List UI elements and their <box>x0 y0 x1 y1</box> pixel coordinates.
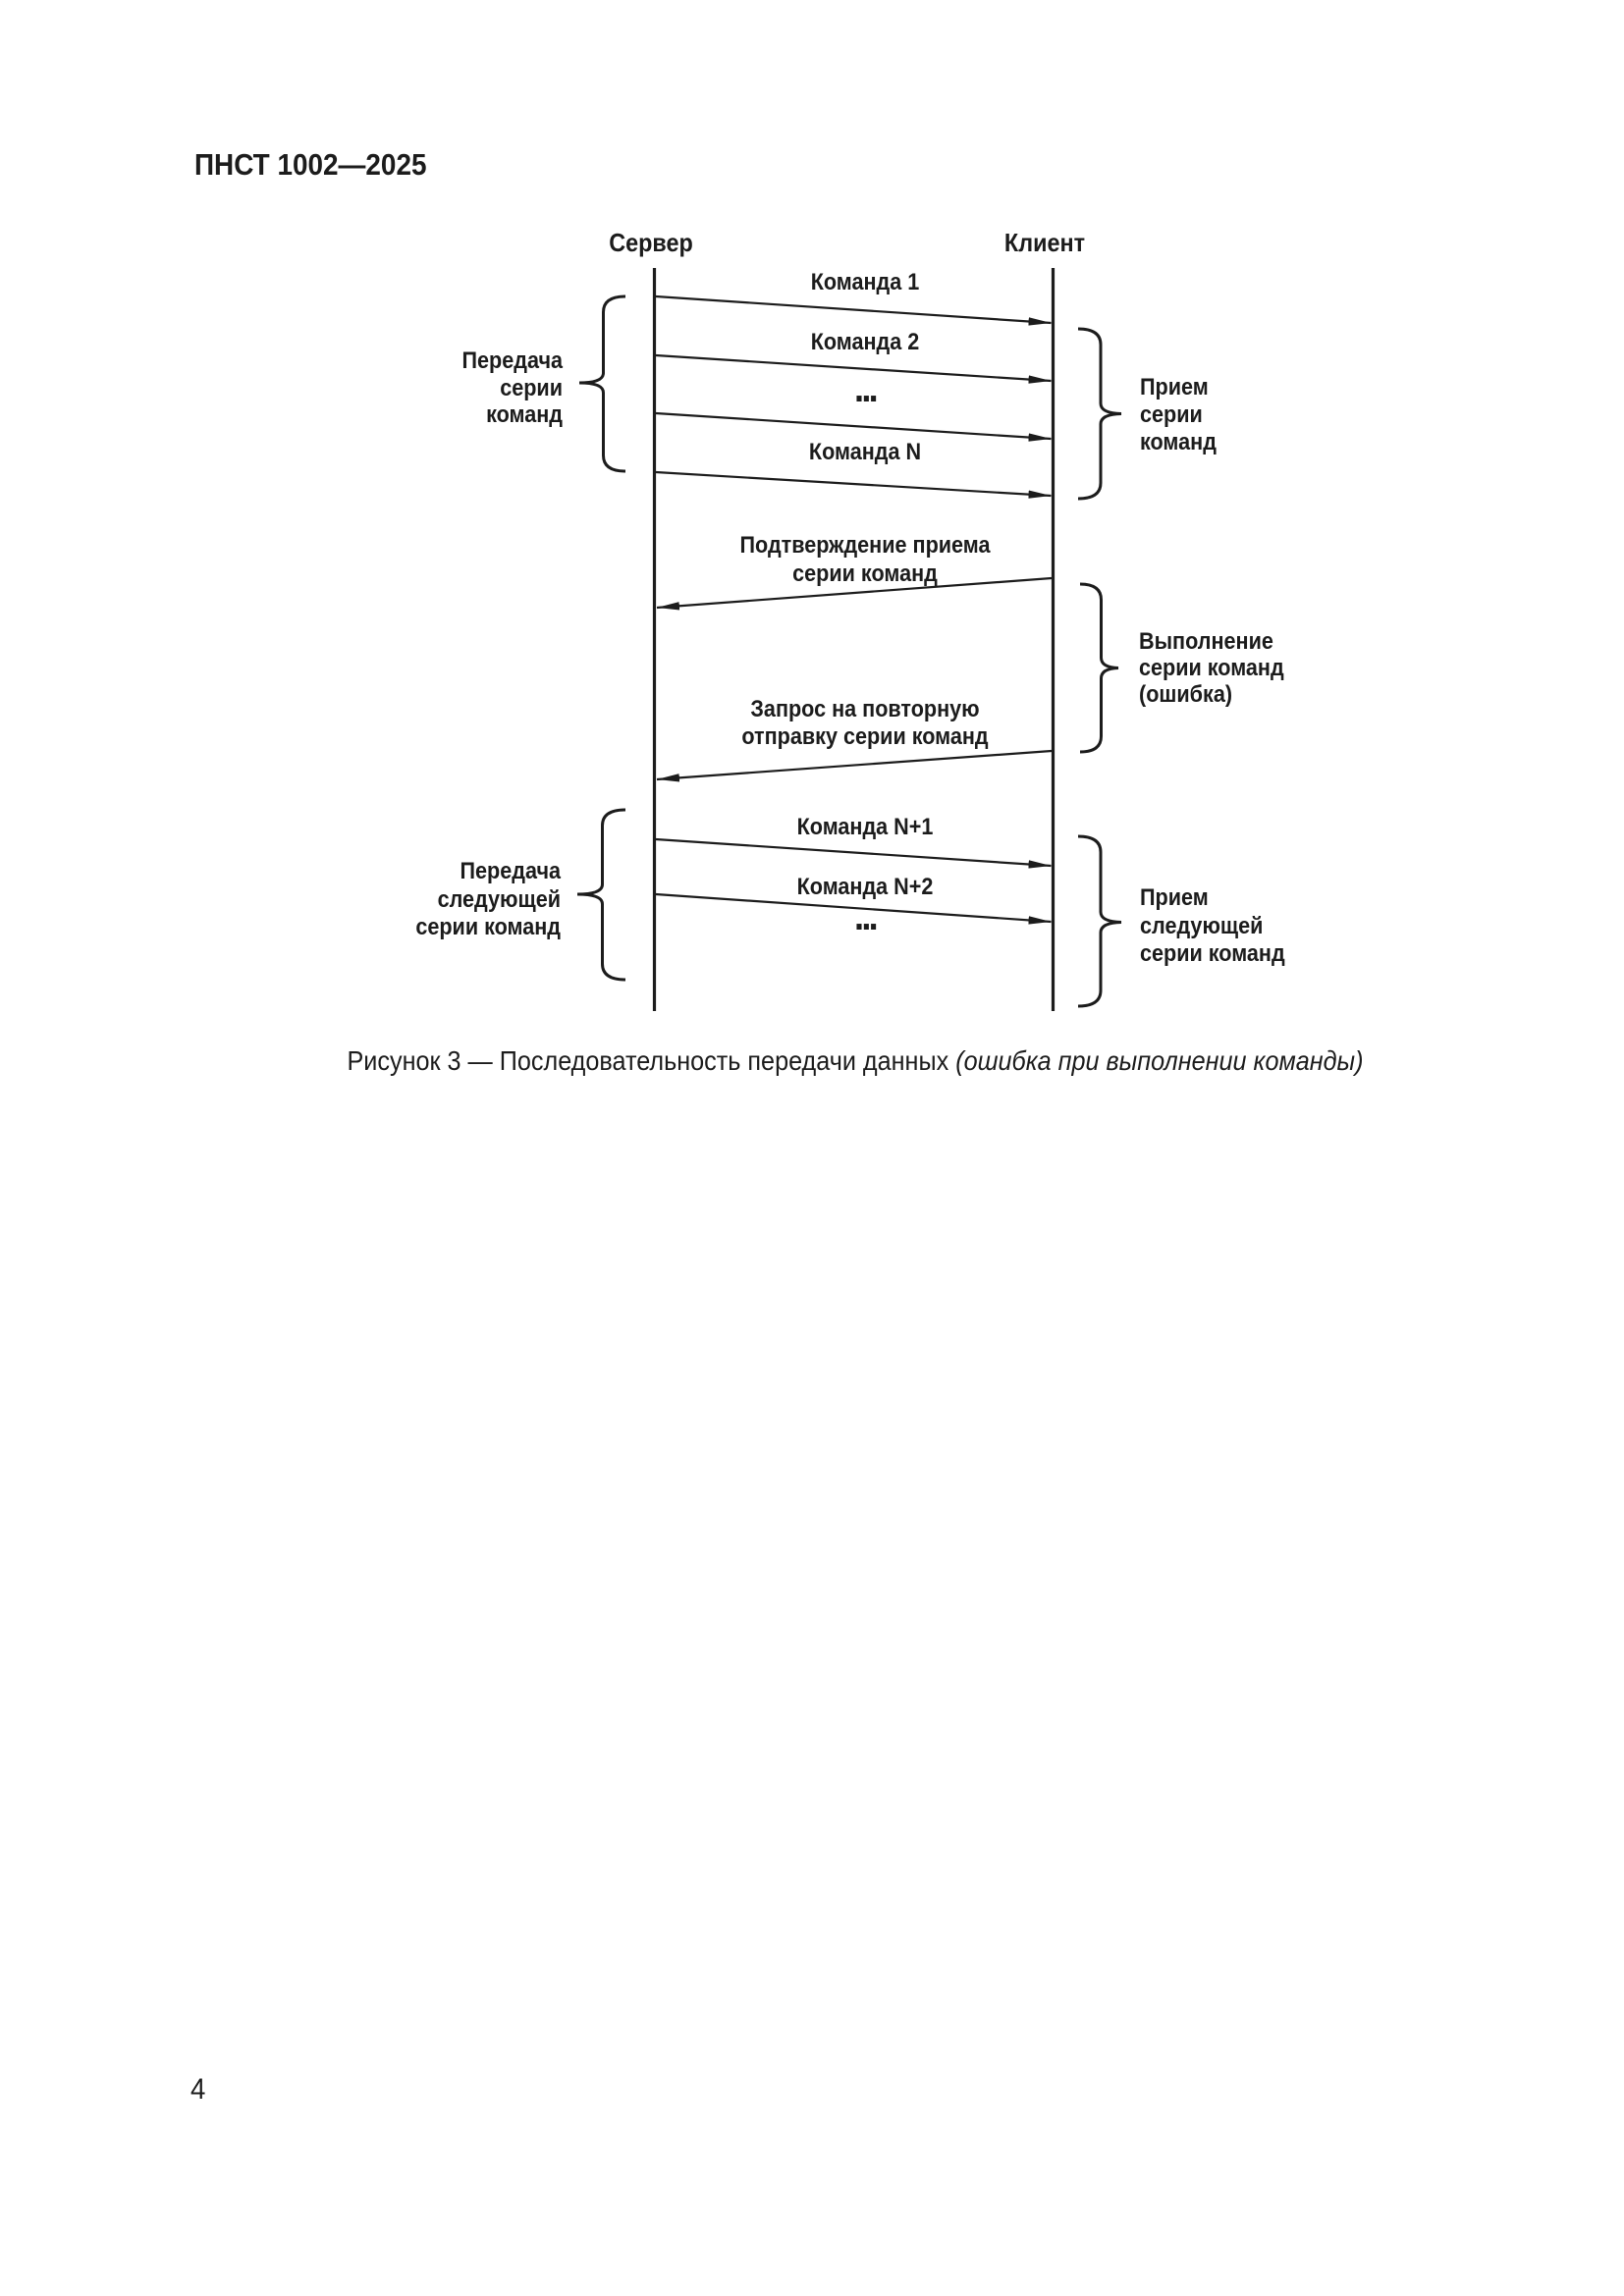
message-label-komanda-2: Команда 2 <box>810 329 920 355</box>
brace-right-middle <box>1079 582 1119 754</box>
message-label-ack-line2: серии команд <box>792 561 938 587</box>
annotation-line: команд <box>486 401 563 428</box>
message-label-ack-line1: Подтверждение приема <box>739 532 991 559</box>
annotation-line: Выполнение <box>1139 628 1273 655</box>
actor-client-label: Клиент <box>1003 228 1086 257</box>
annotation-execute-series: Выполнение серии команд (ошибка) <box>1139 628 1422 708</box>
annotation-line: Передача <box>461 347 563 374</box>
message-label-komanda-n2: Команда N+2 <box>796 874 934 900</box>
arrow-ack <box>656 576 1053 611</box>
arrow-resend-request <box>656 749 1053 782</box>
page-header: ПНСТ 1002—2025 <box>194 147 427 182</box>
annotation-line: серии команд <box>1139 655 1284 681</box>
arrow-komanda-1 <box>655 294 1052 326</box>
annotation-line: серии <box>1140 401 1203 428</box>
annotation-line: следующей <box>437 885 561 913</box>
message-label-resend-line1: Запрос на повторную <box>750 696 980 722</box>
annotation-line: серии команд <box>1140 940 1285 967</box>
annotation-line: (ошибка) <box>1139 681 1233 708</box>
brace-right-top <box>1077 327 1122 501</box>
arrow-komanda-n <box>655 470 1052 499</box>
page-number: 4 <box>190 2073 206 2106</box>
annotation-receive-series: Прием серии команд <box>1140 374 1423 456</box>
message-label-ellipsis-2: ... <box>854 895 879 938</box>
annotation-send-series: Передача серии команд <box>280 347 563 429</box>
figure-caption-text: Рисунок 3 — Последовательность передачи … <box>347 1045 956 1076</box>
brace-right-bottom <box>1077 834 1122 1008</box>
message-label-resend-line2: отправку серии команд <box>741 723 989 750</box>
annotation-line: серии <box>500 374 563 401</box>
actor-server-label: Сервер <box>609 228 693 257</box>
message-label-komanda-1: Команда 1 <box>810 269 920 295</box>
arrow-komanda-2 <box>655 353 1052 384</box>
annotation-line: Передача <box>460 858 561 884</box>
brace-left-bottom <box>576 808 626 982</box>
arrow-komanda-ellipsis <box>655 411 1052 442</box>
message-label-komanda-n1: Команда N+1 <box>796 814 934 840</box>
annotation-line: Прием <box>1140 884 1209 911</box>
message-label-ack: Подтверждение приема серии команд <box>653 531 1077 588</box>
message-label-komanda-n: Команда N <box>808 439 922 465</box>
annotation-receive-next-series: Прием следующей серии команд <box>1140 884 1423 969</box>
annotation-line: серии команд <box>415 914 561 940</box>
message-label-ellipsis-1: ... <box>854 367 879 410</box>
arrow-komanda-n1 <box>655 837 1052 869</box>
figure-caption: Рисунок 3 — Последовательность передачи … <box>325 1044 1385 1078</box>
message-label-resend: Запрос на повторную отправку серии коман… <box>653 696 1077 751</box>
annotation-line: команд <box>1140 429 1217 455</box>
annotation-line: Прием <box>1140 374 1209 400</box>
arrow-komanda-n2 <box>655 892 1052 925</box>
figure-caption-emphasis: (ошибка при выполнении команды) <box>955 1045 1364 1076</box>
annotation-line: следующей <box>1140 912 1264 939</box>
brace-left-top <box>578 294 626 473</box>
annotation-send-next-series: Передача следующей серии команд <box>278 858 561 942</box>
